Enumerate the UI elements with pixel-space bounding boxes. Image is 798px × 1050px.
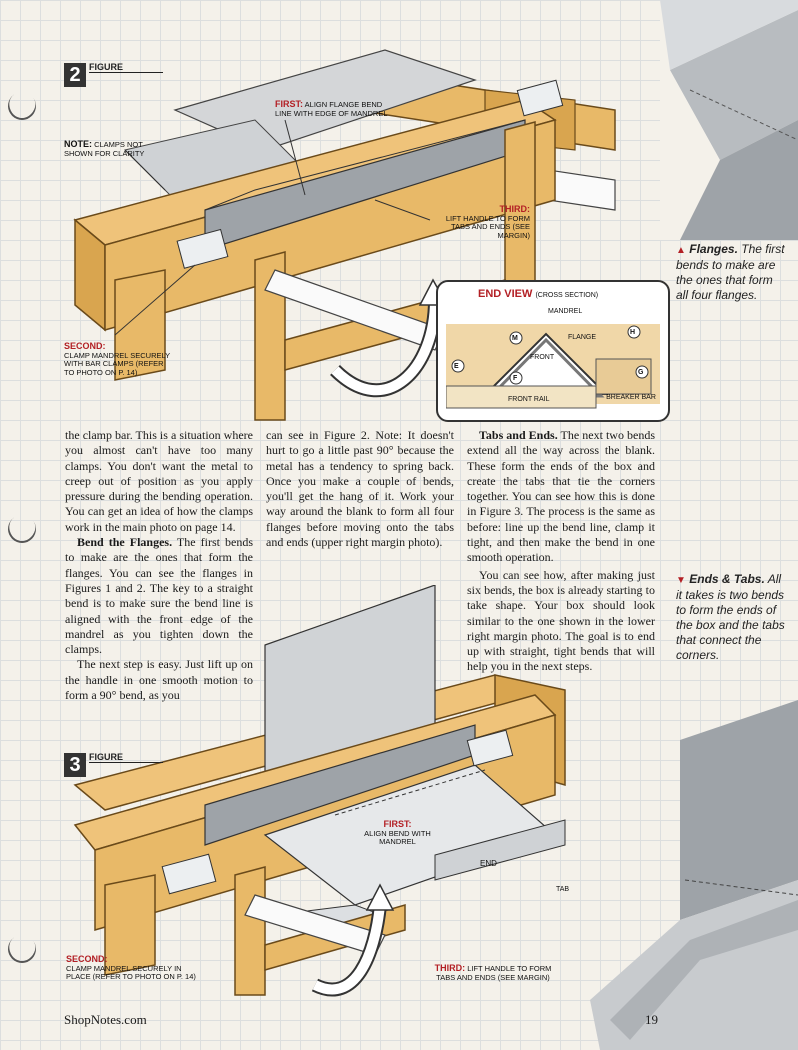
col3-heading-tabs-ends: Tabs and Ends.: [479, 428, 558, 442]
marker-m: M: [512, 335, 518, 342]
third-heading: THIRD:: [499, 204, 531, 214]
flanges-photo: [660, 0, 798, 240]
second-body: CLAMP MANDREL SECURELY WITH BAR CLAMPS (…: [64, 350, 171, 377]
col1-paragraph-3: The next step is easy. Just lift up on t…: [65, 657, 253, 703]
breaker-bar-label: BREAKER BAR: [606, 394, 656, 401]
triangle-down-icon: ▼: [676, 575, 686, 586]
figure-2-note: NOTE: CLAMPS NOT SHOWN FOR CLARITY: [64, 140, 164, 158]
end-view-diagram: [446, 324, 660, 409]
figure-3-end-label: END: [480, 859, 497, 868]
figure-2-tag: 2 FIGURE: [64, 62, 164, 87]
end-view-subtitle: (CROSS SECTION): [535, 292, 599, 299]
figure-3-tag: 3 FIGURE: [64, 752, 164, 777]
col3-paragraph-2: You can see how, after making just six b…: [467, 567, 655, 674]
figure-3-third-callout: THIRD: LIFT HANDLE TO FORM TABS AND ENDS…: [428, 964, 558, 982]
fig3-first-body: ALIGN BEND WITH MANDREL: [364, 828, 431, 846]
text-column-1: the clamp bar. This is a situation where…: [65, 428, 253, 703]
ends-tabs-caption-heading: Ends & Tabs.: [689, 572, 765, 586]
flanges-caption-heading: Flanges.: [689, 242, 738, 256]
first-heading: FIRST:: [275, 99, 303, 109]
figure-2-second-callout: SECOND: CLAMP MANDREL SECURELY WITH BAR …: [64, 342, 174, 377]
flanges-caption: ▲ Flanges. The first bends to make are t…: [676, 242, 788, 303]
figure-2-label: FIGURE: [89, 62, 164, 73]
ends-tabs-photo: [590, 700, 798, 1050]
note-body: CLAMPS NOT SHOWN FOR CLARITY: [64, 140, 145, 158]
ends-tabs-caption-body: All it takes is two bends to form the en…: [676, 572, 785, 662]
first-body: ALIGN FLANGE BEND LINE WITH EDGE OF MAND…: [275, 100, 388, 118]
front-label: FRONT: [530, 354, 555, 361]
end-view-inset: END VIEW (CROSS SECTION) M H E F G MANDR…: [436, 280, 670, 422]
fig3-second-heading: SECOND:: [66, 954, 108, 964]
page-number: 19: [645, 1012, 658, 1027]
end-view-title: END VIEW (CROSS SECTION): [478, 288, 598, 300]
col2-paragraph-1: can see in Figure 2. Note: It doesn't hu…: [266, 428, 454, 550]
fig3-first-heading: FIRST:: [383, 819, 412, 829]
marker-e: E: [454, 363, 459, 370]
figure-3-label: FIGURE: [89, 752, 164, 763]
figure-2-illustration: [73, 49, 616, 421]
end-view-title-text: END VIEW: [478, 288, 533, 300]
marker-h: H: [630, 329, 636, 336]
figure-3-number: 3: [64, 753, 86, 777]
figure-2-first-callout: FIRST: ALIGN FLANGE BEND LINE WITH EDGE …: [275, 100, 395, 118]
flanges-caption-body: The first bends to make are the ones tha…: [676, 242, 785, 302]
triangle-up-icon: ▲: [676, 245, 686, 256]
mandrel-label: MANDREL: [548, 308, 583, 315]
figure-3-first-callout: FIRST: ALIGN BEND WITH MANDREL: [350, 820, 445, 847]
note-heading: NOTE:: [64, 139, 92, 149]
col1-heading-bend-flanges: Bend the Flanges.: [77, 535, 173, 550]
flange-label: FLANGE: [568, 334, 597, 341]
second-heading: SECOND:: [64, 341, 106, 351]
figure-3-second-callout: SECOND: CLAMP MANDREL SECURELY IN PLACE …: [66, 955, 196, 982]
ends-tabs-caption: ▼ Ends & Tabs. All it takes is two bends…: [676, 572, 788, 663]
marker-f: F: [513, 375, 518, 382]
figure-3-illustration: [73, 585, 566, 997]
third-body: LIFT HANDLE TO FORM TABS AND ENDS (SEE M…: [445, 213, 530, 240]
figure-2-number: 2: [64, 63, 86, 87]
fig3-third-heading: THIRD:: [434, 963, 466, 973]
col3-paragraph-1: The next two bends extend all the way ac…: [467, 428, 655, 565]
fig3-third-body: LIFT HANDLE TO FORM TABS AND ENDS (SEE M…: [436, 964, 552, 982]
figure-3-tab-label: TAB: [556, 886, 570, 893]
col1-paragraph-2: The first bends to make are the ones tha…: [65, 535, 254, 657]
marker-g: G: [638, 369, 644, 376]
text-column-2: can see in Figure 2. Note: It doesn't hu…: [266, 428, 454, 550]
footer-site: ShopNotes.com: [64, 1012, 147, 1027]
fig3-second-body: CLAMP MANDREL SECURELY IN PLACE (REFER T…: [66, 963, 196, 981]
col1-paragraph-1: the clamp bar. This is a situation where…: [65, 428, 253, 534]
text-column-3: Tabs and Ends. The next two bends extend…: [467, 428, 655, 675]
figure-2-third-callout: THIRD: LIFT HANDLE TO FORM TABS AND ENDS…: [430, 205, 530, 240]
front-rail-label: FRONT RAIL: [508, 396, 550, 403]
